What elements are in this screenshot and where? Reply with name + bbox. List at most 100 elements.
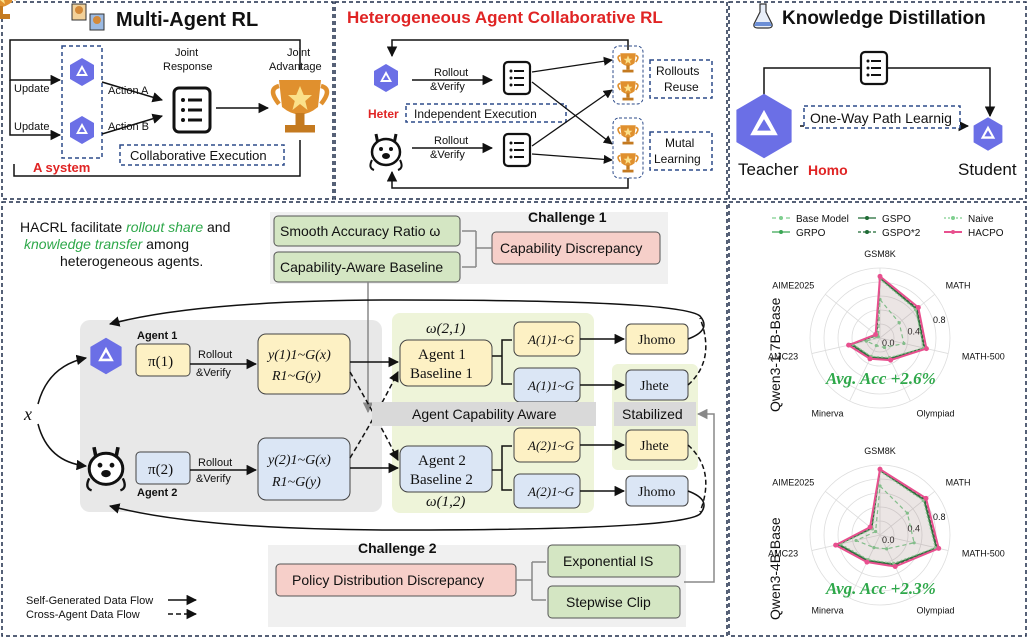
- gain2-label: Avg. Acc +2.3%: [825, 579, 936, 598]
- reuse-label-2: Reuse: [664, 80, 699, 94]
- y1-box: [257, 333, 351, 395]
- radar-point: [867, 356, 873, 362]
- exp-is-label: Exponential IS: [563, 553, 653, 569]
- radar-chart-2: GSM8KMATHMATH-500OlympiadMinervaAMC23AIM…: [768, 446, 1005, 616]
- radar-spoke: [879, 337, 949, 354]
- radar-point: [873, 332, 879, 338]
- legend-marker: [779, 216, 783, 220]
- y2-box: [257, 437, 351, 501]
- one-way-label: One-Way Path Learnig: [810, 110, 952, 126]
- agent2-cross-feedback: [687, 444, 707, 513]
- model1-label: Qwen3-1.7B-Base: [767, 297, 783, 412]
- stabilized-bar: [614, 402, 696, 426]
- cap-baseline-label: Capability-Aware Baseline: [280, 259, 443, 275]
- update-arrow-1: [9, 39, 301, 86]
- j-homo1-label: Jhomo: [638, 333, 675, 348]
- radar-point: [874, 529, 878, 534]
- feedback-arrow: [13, 140, 301, 177]
- radar-point: [877, 466, 883, 472]
- a1-bot-label: A(1)1~G: [527, 378, 575, 393]
- agent1-label: Agent 1: [137, 330, 177, 342]
- radar-point: [885, 547, 889, 551]
- legend-label: GSPO*2: [882, 228, 921, 239]
- radar-point: [854, 538, 858, 543]
- stepwise-box: [547, 585, 681, 619]
- legend-marker: [779, 230, 783, 234]
- radar-series-line: [839, 470, 937, 565]
- rollout-label-a1: Rollout: [198, 349, 232, 361]
- radar-axis-label: AMC23: [768, 549, 798, 559]
- agent1-baseline-label-a: Agent 1: [418, 347, 466, 363]
- intro-line-3: heterogeneous agents.: [60, 253, 203, 269]
- smooth-acc-box: [273, 215, 461, 247]
- mutual-label-1: Mutal: [665, 136, 694, 150]
- kd-title: Knowledge Distillation: [782, 8, 986, 29]
- radar-point: [867, 524, 873, 530]
- collab-exec-box: [119, 144, 285, 166]
- j-homo2-label: Jhomo: [638, 485, 675, 500]
- radar-spoke: [825, 294, 881, 339]
- legend-label: GSPO: [882, 214, 911, 225]
- action-a-arrow: [101, 81, 164, 103]
- radar-point: [897, 321, 901, 325]
- response-doc-icon: [172, 86, 212, 134]
- a2-bot-label: A(2)1~G: [527, 484, 575, 499]
- radar-spoke: [849, 337, 881, 402]
- mutual-box: [649, 131, 713, 171]
- kd-doc-icon: [859, 50, 889, 86]
- cap-baseline-box: [273, 251, 461, 283]
- radar-series-line: [836, 468, 939, 566]
- radar-point: [833, 542, 839, 548]
- radar-chart-1: GSM8KMATHMATH-500OlympiadMinervaAMC23AIM…: [768, 249, 1005, 419]
- radar-point: [902, 341, 906, 346]
- radar-axis-label: MATH-500: [962, 352, 1005, 362]
- radar-point: [923, 346, 929, 352]
- challenge1-bracket: [462, 230, 492, 268]
- radar-axis-label: Minerva: [812, 409, 844, 419]
- people-icon: [71, 3, 105, 31]
- joint-advantage-label-2: Advantage: [269, 61, 322, 73]
- indep-exec-label: Independent Execution: [414, 107, 537, 121]
- agent2-feedback-loop: [108, 490, 705, 531]
- x-to-agent1-arrow: [37, 354, 88, 405]
- radar-point: [888, 357, 894, 363]
- agent1-baseline-box: [399, 339, 493, 387]
- agent2-baseline-label-a: Agent 2: [418, 453, 466, 469]
- student-label: Student: [958, 160, 1017, 179]
- update-label-2: Update: [14, 121, 49, 133]
- agent1-cross-feedback: [687, 317, 707, 386]
- radar-axis-label: Olympiad: [916, 409, 954, 419]
- radar-point: [877, 273, 883, 279]
- omega21-label: ω(2,1): [426, 321, 465, 337]
- radar-axis-label: Olympiad: [916, 606, 954, 616]
- baseline2-branch-arrows: [492, 445, 512, 491]
- radar-spoke: [849, 534, 881, 599]
- radar-tick-label: 0.4: [908, 327, 921, 337]
- radar-point: [864, 339, 868, 343]
- radar-series-line: [864, 297, 905, 349]
- radar-spoke: [811, 534, 881, 551]
- policy-disc-label: Policy Distribution Discrepancy: [292, 572, 484, 588]
- flask-icon: [753, 3, 773, 29]
- rollout-label-2: Rollout: [434, 135, 468, 147]
- trophy-icon-large: [273, 80, 327, 133]
- panel-radar: [728, 201, 1027, 637]
- x-input-label: x: [23, 404, 32, 424]
- gain1-label: Avg. Acc +2.6%: [825, 369, 936, 388]
- verify-label-a1: &Verify: [196, 367, 231, 379]
- stabilized-label: Stabilized: [622, 406, 683, 422]
- exp-is-box: [547, 544, 681, 578]
- pi1-label: π(1): [148, 354, 173, 370]
- agent-system-box: [61, 45, 103, 159]
- legend-label: Base Model: [796, 214, 849, 225]
- joint-response-label-2: Response: [163, 61, 213, 73]
- trophy-icon: [617, 152, 639, 174]
- legend-cross-label: Cross-Agent Data Flow: [26, 609, 140, 621]
- agent2-baseline-box: [399, 445, 493, 493]
- radar-point: [864, 559, 870, 565]
- update-label-1: Update: [14, 83, 49, 95]
- a-system-label: A system: [33, 160, 90, 175]
- radar-axis-label: GSM8K: [864, 249, 896, 259]
- radar-point: [872, 546, 876, 550]
